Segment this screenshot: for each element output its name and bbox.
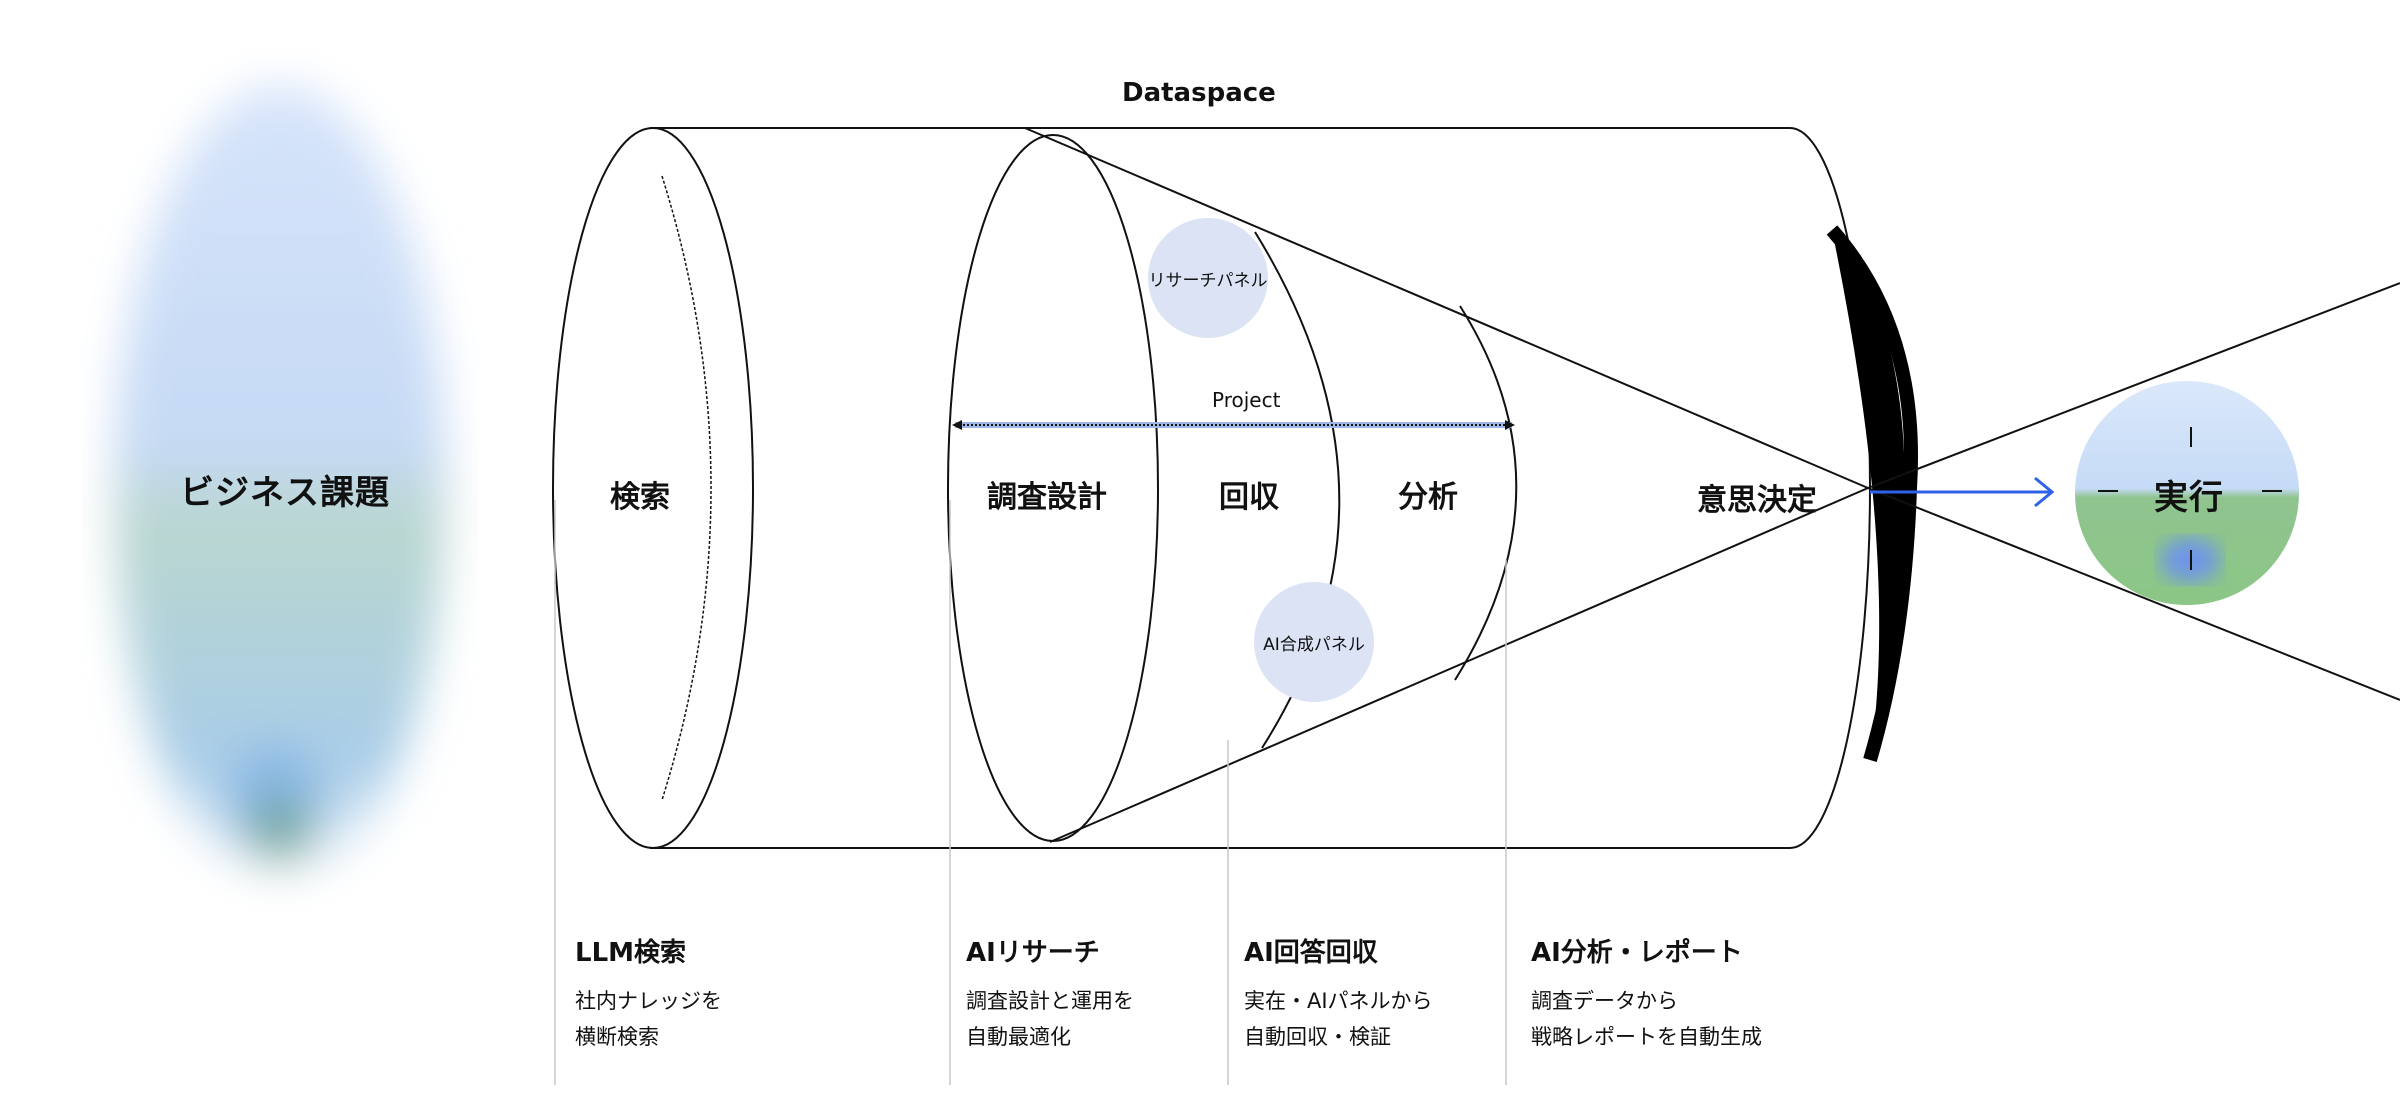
card-line: 自動回収・検証	[1244, 1025, 1391, 1049]
card-line: 社内ナレッジを	[575, 989, 722, 1013]
card-description: 実在・AIパネルから 自動回収・検証	[1244, 983, 1433, 1055]
execution-crosshair	[2098, 427, 2282, 570]
card-ai-collection: AI回答回収 実在・AIパネルから 自動回収・検証	[1244, 932, 1433, 1055]
card-ai-analysis: AI分析・レポート 調査データから 戦略レポートを自動生成	[1531, 932, 1762, 1055]
column-dividers	[554, 500, 1507, 1085]
flow-arrows	[445, 476, 2055, 508]
stage-design: 調査設計	[987, 480, 1107, 515]
card-ai-research: AIリサーチ 調査設計と運用を 自動最適化	[966, 932, 1134, 1055]
stage-execution: 実行	[2154, 478, 2224, 518]
card-description: 社内ナレッジを 横断検索	[575, 983, 722, 1055]
project-line	[952, 420, 1515, 430]
card-title: AI回答回収	[1244, 938, 1378, 968]
card-title: LLM検索	[575, 938, 687, 968]
stage-analysis: 分析	[1398, 480, 1458, 515]
card-llm-search: LLM検索 社内ナレッジを 横断検索	[575, 932, 722, 1055]
card-description: 調査設計と運用を 自動最適化	[966, 983, 1134, 1055]
card-line: 調査データから	[1531, 989, 1678, 1013]
stage-decision: 意思決定	[1697, 483, 1817, 518]
stage-collect: 回収	[1219, 480, 1279, 515]
execution-rays	[1867, 282, 2400, 701]
ai-panel-bubble: AI合成パネル	[1254, 582, 1374, 702]
source-blob	[115, 85, 445, 885]
card-description: 調査データから 戦略レポートを自動生成	[1531, 983, 1762, 1055]
card-line: 自動最適化	[966, 1025, 1071, 1049]
project-label: Project	[1212, 388, 1281, 412]
card-title: AI分析・レポート	[1531, 938, 1743, 968]
research-panel-bubble: リサーチパネル	[1148, 218, 1268, 338]
card-line: 横断検索	[575, 1025, 659, 1049]
card-line: 調査設計と運用を	[966, 989, 1134, 1013]
source-label: ビジネス課題	[180, 473, 390, 513]
project-funnel	[947, 127, 1869, 843]
card-line: 戦略レポートを自動生成	[1531, 1025, 1762, 1049]
dataspace-cap	[1832, 230, 1905, 760]
dataspace-label: Dataspace	[1122, 78, 1276, 108]
card-line: 実在・AIパネルから	[1244, 989, 1433, 1013]
card-title: AIリサーチ	[966, 938, 1100, 968]
stage-search: 検索	[610, 480, 670, 515]
